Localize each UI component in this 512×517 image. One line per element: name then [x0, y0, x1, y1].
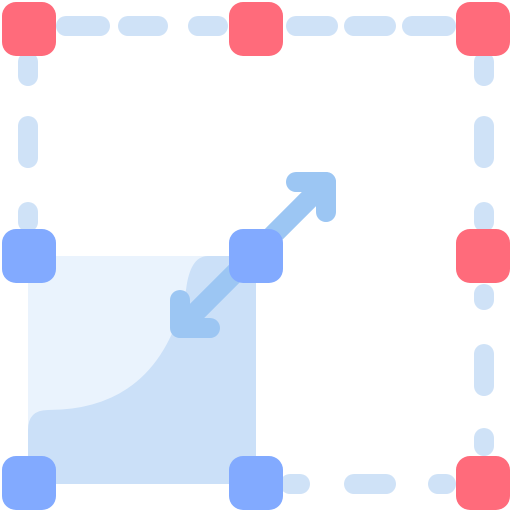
handle-small-top-left[interactable] [2, 229, 56, 283]
resize-handles [2, 2, 510, 510]
arrow-stroke [170, 290, 220, 338]
handle-bottom-right[interactable] [456, 456, 510, 510]
handle-top-middle[interactable] [229, 2, 283, 56]
handle-top-left[interactable] [2, 2, 56, 56]
arrow-stroke [286, 172, 336, 222]
handle-small-top-right[interactable] [229, 229, 283, 283]
dashed-target-outline [18, 16, 494, 494]
handle-top-right[interactable] [456, 2, 510, 56]
handle-small-bottom-left[interactable] [2, 456, 56, 510]
handle-right-middle[interactable] [456, 229, 510, 283]
handle-small-bottom-right[interactable] [229, 456, 283, 510]
